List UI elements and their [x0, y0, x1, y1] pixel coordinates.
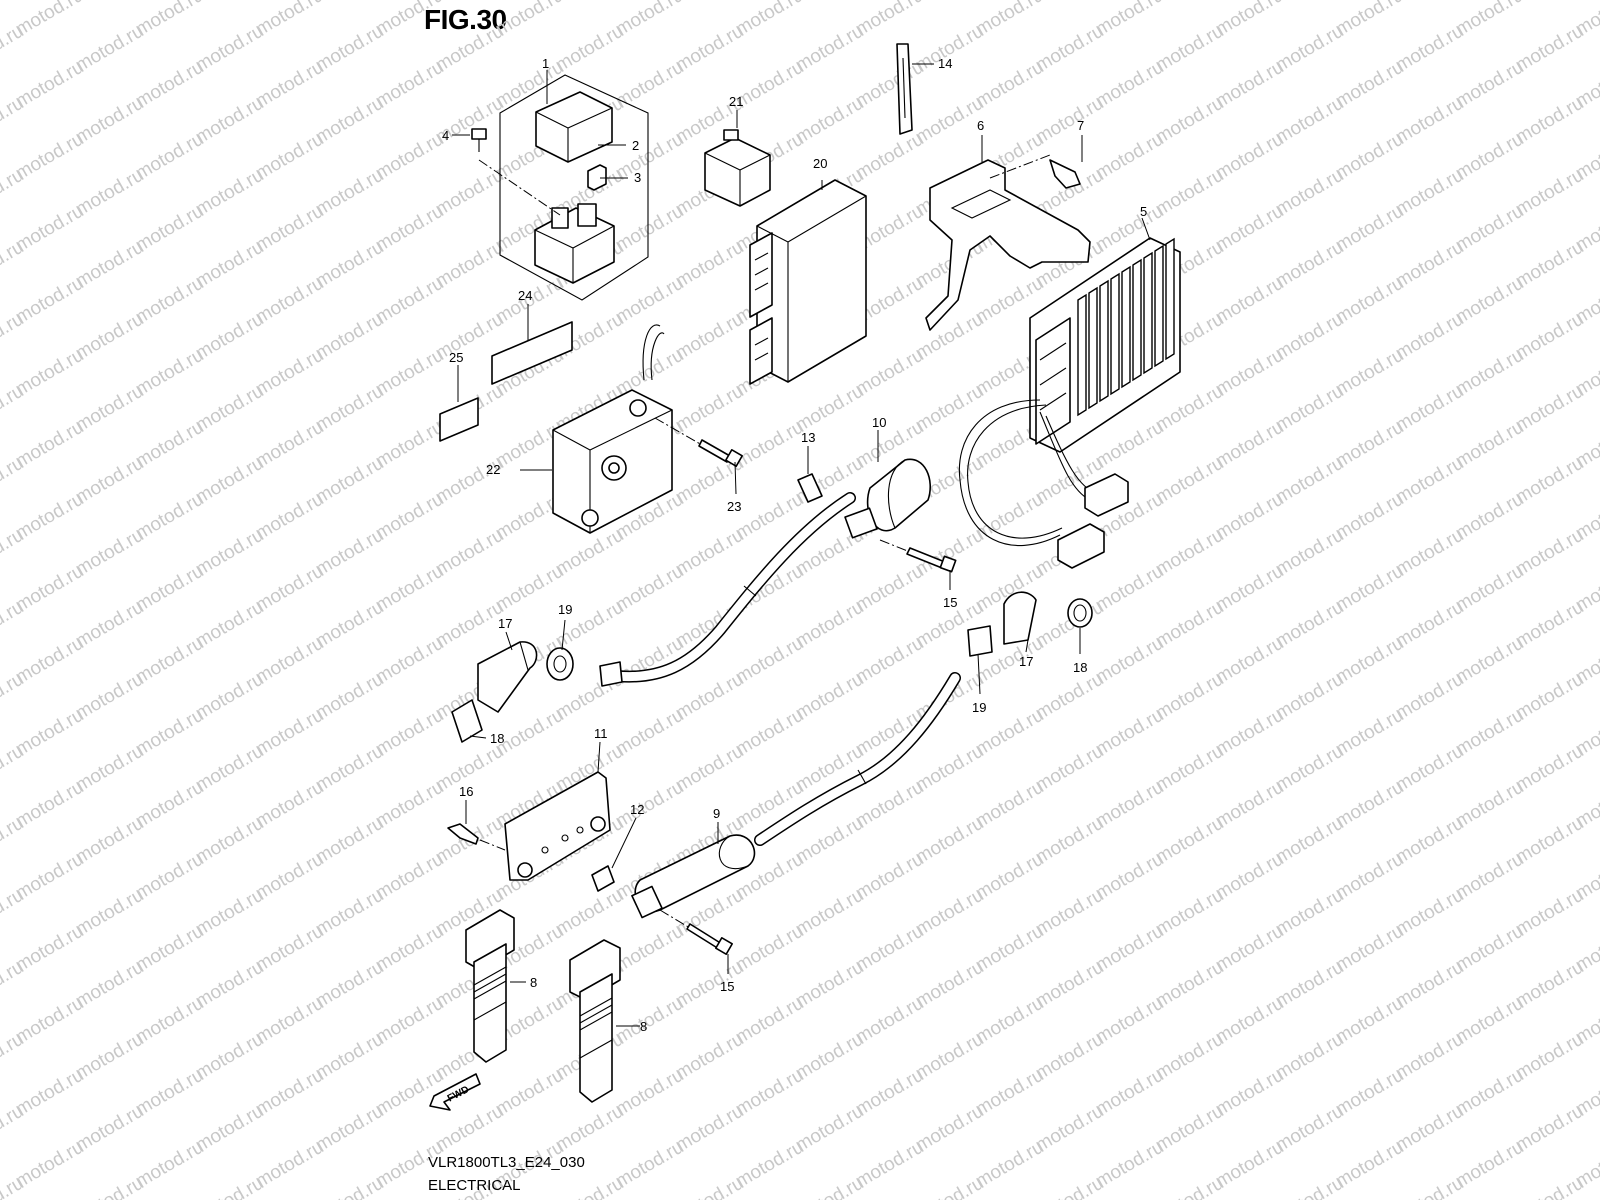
callout-7: 7: [1077, 118, 1084, 133]
callout-18-left: 18: [490, 731, 504, 746]
fuse: [587, 164, 607, 191]
callout-2: 2: [632, 138, 639, 153]
callout-11: 11: [594, 726, 608, 741]
regulator-fin: [1143, 251, 1153, 375]
bolt-7: [1049, 159, 1081, 189]
callout-19-right: 19: [972, 700, 986, 715]
relay-terminal-b: [577, 203, 597, 227]
ecm-body: [756, 179, 867, 383]
bolt-23: [698, 439, 731, 463]
watermark-text: motod.ru: [792, 1173, 867, 1200]
grommet-18-left: [451, 699, 483, 743]
starter-relay-group: [471, 74, 649, 301]
callout-23: 23: [727, 499, 741, 514]
callout-labels: 1 2 3 4 5 6 7 8 8 9 10 11 12 13 14 15 15…: [442, 56, 1147, 1034]
coil-9-connector: [631, 885, 663, 919]
watermark-text: motod.ru: [672, 1173, 747, 1200]
callout-17-right: 17: [1019, 654, 1033, 669]
regulator-fin: [1088, 286, 1098, 410]
callout-21: 21: [729, 94, 743, 109]
regulator-fin: [1154, 244, 1164, 368]
label-25: [439, 397, 479, 442]
label-24: [491, 321, 573, 385]
regulator-fin: [1110, 272, 1120, 396]
callout-25: 25: [449, 350, 463, 365]
callout-9: 9: [713, 806, 720, 821]
watermark-text: motod.ru: [192, 1173, 267, 1200]
callout-13: 13: [801, 430, 815, 445]
callout-10: 10: [872, 415, 886, 430]
callout-1: 1: [542, 56, 549, 71]
plug-coil-8-right: [569, 939, 621, 1103]
regulator-fin: [1077, 293, 1087, 417]
regulator-fin: [1099, 279, 1109, 403]
watermark-text: motod.ru: [312, 1173, 387, 1200]
watermark-text: motod.ru: [1032, 1173, 1107, 1200]
plug-coil-8-left: [465, 909, 515, 1063]
callout-5: 5: [1140, 204, 1147, 219]
watermark-text: motod.ru: [1272, 1173, 1347, 1200]
callout-6: 6: [977, 118, 984, 133]
section-name: ELECTRICAL: [428, 1177, 521, 1194]
servo-unit-group: [552, 324, 743, 534]
callout-4: 4: [442, 128, 449, 143]
watermark-text: motod.ru: [552, 1173, 627, 1200]
coil-10-connector: [844, 507, 878, 539]
plug-cap-17-right: [1003, 591, 1037, 645]
bolt-16: [447, 823, 479, 845]
regulator-5: [958, 237, 1181, 569]
watermark-text: motod.ru: [0, 0, 27, 4]
callout-16: 16: [459, 784, 473, 799]
relay-group-outline: [499, 74, 649, 301]
callout-18-right: 18: [1073, 660, 1087, 675]
bracket-6: [925, 159, 1091, 331]
watermark-text: motod.ru: [1512, 1173, 1587, 1200]
plug-cap-17-left: [477, 641, 538, 713]
callout-24: 24: [518, 288, 532, 303]
spacer-13: [797, 473, 823, 503]
callout-17-left: 17: [498, 616, 512, 631]
callout-20: 20: [813, 156, 827, 171]
grommet-18-right: [1067, 598, 1093, 628]
callout-14: 14: [938, 56, 952, 71]
ecm-20: [749, 179, 867, 385]
install-line: [478, 159, 561, 216]
connector-21: [704, 129, 771, 207]
watermark-text: motod.ru: [1392, 1173, 1467, 1200]
spacer-12: [591, 865, 615, 892]
regulator-fin: [1165, 237, 1175, 361]
regulator-fin: [1132, 258, 1142, 382]
watermark-text: motod.ru: [1152, 1173, 1227, 1200]
callout-8-left: 8: [530, 975, 537, 990]
callout-8-right: 8: [640, 1019, 647, 1034]
callout-22: 22: [486, 462, 500, 477]
regulator-connector-a: [1084, 473, 1129, 517]
callout-3: 3: [634, 170, 641, 185]
callout-19-left: 19: [558, 602, 572, 617]
seal-19-right: [967, 625, 993, 657]
model-code: VLR1800TL3_E24_030: [428, 1154, 585, 1171]
callout-15-upper: 15: [943, 595, 957, 610]
ignition-coil-10: [844, 458, 957, 573]
relay-terminal-a: [551, 207, 569, 229]
watermark-text: motod.ru: [912, 1173, 987, 1200]
regulator-connector-b: [1057, 523, 1105, 569]
relay-cover: [535, 91, 613, 163]
bolt-4: [471, 128, 487, 140]
figure-title: FIG.30: [424, 4, 507, 35]
callout-15-lower: 15: [720, 979, 734, 994]
callout-12: 12: [630, 802, 644, 817]
seal-19-left: [546, 647, 574, 681]
ignition-coil-9: [631, 834, 756, 955]
regulator-fin: [1121, 265, 1131, 389]
watermark-text: motod.ru: [72, 1173, 147, 1200]
leader-lines: [452, 63, 1151, 1027]
